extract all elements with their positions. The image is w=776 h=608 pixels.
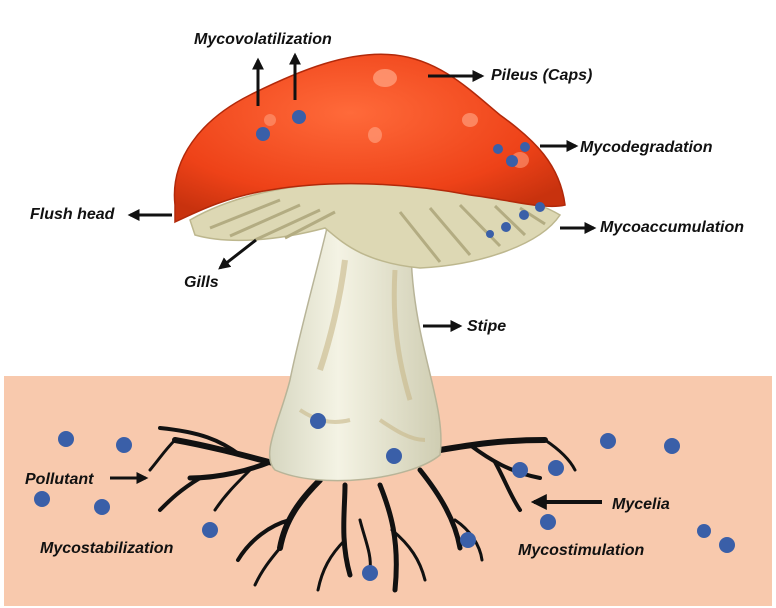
- pollutant-dot: [202, 522, 218, 538]
- mushroom-stipe: [268, 214, 442, 482]
- pollutant-dot: [493, 144, 503, 154]
- mushroom-cap: [173, 53, 566, 224]
- label-mycoaccumulation: Mycoaccumulation: [600, 219, 744, 236]
- pollutant-dot: [501, 222, 511, 232]
- pollutant-dot: [486, 230, 494, 238]
- pollutant-dot: [116, 437, 132, 453]
- pollutant-dot: [506, 155, 518, 167]
- pollutant-dot: [535, 202, 545, 212]
- mushroom-gills: [189, 180, 562, 269]
- label-arrows: [110, 52, 602, 510]
- label-mycelia: Mycelia: [612, 496, 670, 513]
- pollutant-dot: [34, 491, 50, 507]
- pollutant-dot: [386, 448, 402, 464]
- label-mycostimulation: Mycostimulation: [518, 542, 644, 559]
- pollutant-dot: [697, 524, 711, 538]
- pollutant-dot: [548, 460, 564, 476]
- pollutant-dot: [540, 514, 556, 530]
- arrow-gills: [218, 238, 257, 270]
- pollutant-dot: [256, 127, 270, 141]
- pollutant-dot: [719, 537, 735, 553]
- label-gills: Gills: [184, 274, 219, 291]
- soil-pollutant-dots: [34, 413, 735, 581]
- cap-pollutant-dots: [256, 110, 545, 238]
- label-mycovolatilization: Mycovolatilization: [194, 31, 332, 48]
- pollutant-dot: [460, 532, 476, 548]
- pollutant-dot: [94, 499, 110, 515]
- label-pileus: Pileus (Caps): [491, 67, 592, 84]
- pollutant-dot: [58, 431, 74, 447]
- label-mycodegradation: Mycodegradation: [580, 139, 713, 156]
- pollutant-dot: [292, 110, 306, 124]
- pollutant-dot: [520, 142, 530, 152]
- label-flush-head: Flush head: [30, 206, 116, 223]
- label-stipe: Stipe: [467, 318, 506, 335]
- pollutant-dot: [519, 210, 529, 220]
- pollutant-dot: [664, 438, 680, 454]
- pollutant-dot: [512, 462, 528, 478]
- pollutant-dot: [600, 433, 616, 449]
- label-pollutant: Pollutant: [25, 471, 94, 488]
- pollutant-dot: [362, 565, 378, 581]
- label-mycostabilization: Mycostabilization: [40, 540, 174, 557]
- pollutant-dot: [310, 413, 326, 429]
